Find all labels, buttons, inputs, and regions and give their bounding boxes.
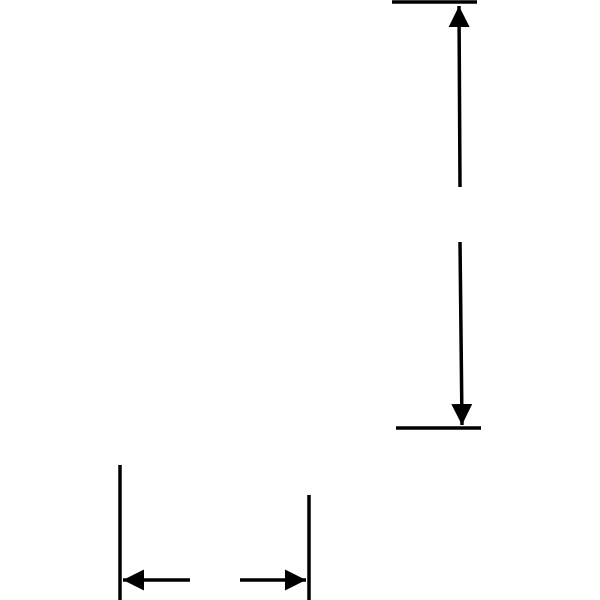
upper-dimension-arrow — [448, 5, 470, 188]
horizontal-dimension — [118, 465, 311, 600]
vertical-dimension — [392, 0, 481, 430]
lower-dimension-arrow — [451, 241, 473, 426]
